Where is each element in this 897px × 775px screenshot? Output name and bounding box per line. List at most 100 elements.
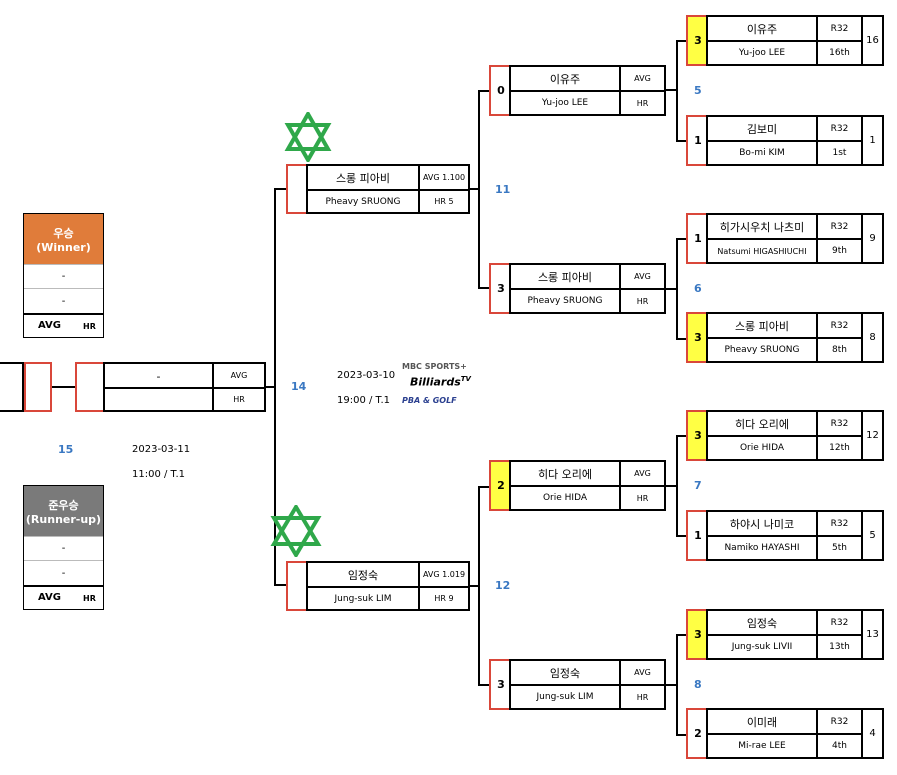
r16-5-name-kr: 히다 오리에: [734, 418, 790, 431]
runnerup-title-line2: (Runner-up): [25, 512, 102, 526]
qf2-bottom: [676, 338, 688, 340]
semi2-name-en: Jung-suk LIM: [334, 593, 392, 604]
semis-time: 19:00 / T.1: [337, 395, 391, 406]
qf3-out: [664, 485, 678, 487]
qf3-bottom: [676, 535, 688, 537]
qf4-top: [676, 634, 688, 636]
r16-7-divider: [708, 634, 861, 636]
r16-4-seed: 8: [861, 312, 884, 363]
qf4-bottom: [676, 734, 688, 736]
r16-5-divider: [708, 435, 861, 437]
qf1-score: 0: [489, 65, 511, 116]
r16-8-score: 2: [686, 708, 708, 759]
semis-connector-h: [264, 386, 276, 388]
qf3-match-number: 7: [694, 479, 702, 492]
final-player-box: - AVG HR: [103, 362, 266, 412]
r16-1-player-box: 이유주 Yu-joo LEE R32 16th: [706, 15, 863, 66]
billiards-text: Billiards: [410, 375, 461, 389]
winner-title-line2: (Winner): [36, 240, 91, 254]
r16-2-round: R32: [830, 123, 849, 134]
qf3-player-box: 히다 오리에 Orie HIDA AVG HR: [509, 460, 666, 511]
final-player-name: -: [156, 369, 161, 383]
r16-3-rank: 9th: [832, 246, 847, 256]
r16-8-round: R32: [830, 716, 849, 727]
winner-title: 우승 (Winner): [24, 214, 103, 264]
r16-3-vdivider: [816, 215, 818, 262]
semi2-avg: AVG 1.019: [422, 570, 466, 579]
runnerup-avg-label: AVG: [38, 592, 62, 603]
r16-3-player-box: 히가시우치 나츠미 Natsumi HIGASHIUCHI R32 9th: [706, 213, 863, 264]
qf2-name-en: Pheavy SRUONG: [527, 296, 603, 306]
r16-4-player-box: 스롱 피아비 Pheavy SRUONG R32 8th: [706, 312, 863, 363]
qf2-top: [676, 238, 688, 240]
runnerup-title: 준우승 (Runner-up): [24, 486, 103, 536]
r16-7-round: R32: [830, 617, 849, 628]
qf1-top: [676, 40, 688, 42]
semi2-vdivider: [418, 563, 420, 609]
qf4-score: 3: [489, 659, 511, 710]
winner-title-line1: 우승: [53, 226, 74, 240]
qf4-name-kr: 임정숙: [549, 667, 581, 680]
tv-text: TV: [460, 375, 471, 383]
semi1-avg: AVG 1.100: [422, 173, 466, 182]
winner-stats-row: AVG HR: [24, 313, 103, 337]
r16-4-name-en: Pheavy SRUONG: [724, 345, 800, 355]
r16-7-rank: 13th: [829, 642, 850, 652]
r16-3-divider: [708, 238, 861, 240]
qf4-divider: [511, 684, 664, 686]
qf3-avg: AVG: [634, 469, 651, 478]
r16-1-rank: 16th: [829, 48, 850, 58]
winner-hr-label: HR: [83, 322, 96, 331]
r16-2-score: 1: [686, 115, 708, 166]
final-divider: [105, 387, 264, 389]
qf2-v: [676, 238, 678, 340]
qf2-score: 3: [489, 263, 511, 314]
qf1-vdivider: [619, 67, 621, 114]
r16-2-name-en: Bo-mi KIM: [739, 148, 785, 158]
r16-1-score: 3: [686, 15, 708, 66]
semi2-divider: [308, 586, 468, 588]
r16-8-divider: [708, 733, 861, 735]
final-vdivider: [212, 364, 214, 410]
r16-8-player-box: 이미래 Mi-rae LEE R32 4th: [706, 708, 863, 759]
qf2-divider: [511, 288, 664, 290]
qf1-divider: [511, 90, 664, 92]
billiards-tv-logo: BilliardsTV: [410, 375, 471, 389]
qf1-name-en: Yu-joo LEE: [541, 98, 589, 108]
r16-6-player-box: 하야시 나미코 Namiko HAYASHI R32 5th: [706, 510, 863, 561]
r16-2-vdivider: [816, 117, 818, 164]
r16-3-seed: 9: [861, 213, 884, 264]
r16-7-player-box: 임정숙 Jung-suk LIVII R32 13th: [706, 609, 863, 660]
qf3-name-kr: 히다 오리에: [537, 468, 593, 481]
semis-connector-v: [274, 188, 276, 585]
r16-8-seed: 4: [861, 708, 884, 759]
semi2-v: [478, 486, 480, 686]
broadcast-logo: MBC SPORTS+ BilliardsTV PBA & GOLF: [400, 362, 472, 410]
qf2-name-kr: 스롱 피아비: [537, 271, 593, 284]
final-avg: AVG: [230, 371, 248, 380]
r16-5-player-box: 히다 오리에 Orie HIDA R32 12th: [706, 410, 863, 461]
semi2-match-number: 12: [495, 579, 511, 592]
r16-4-round: R32: [830, 320, 849, 331]
semi2-score: [286, 561, 308, 611]
star-icon: [270, 505, 322, 557]
r16-4-vdivider: [816, 314, 818, 361]
qf4-avg: AVG: [634, 668, 651, 677]
r16-2-divider: [708, 140, 861, 142]
semis-match-number: 14: [291, 380, 307, 393]
qf1-bottom: [676, 140, 688, 142]
semi1-hr: HR 5: [434, 197, 454, 206]
runnerup-stats-row: AVG HR: [24, 585, 103, 609]
semi1-top: [478, 90, 490, 92]
r16-1-round: R32: [830, 23, 849, 34]
r16-1-name-kr: 이유주: [746, 23, 778, 36]
qf2-vdivider: [619, 265, 621, 312]
semi1-vdivider: [418, 166, 420, 212]
r16-6-divider: [708, 535, 861, 537]
qf3-v: [676, 435, 678, 537]
r16-3-name-kr: 히가시우치 나츠미: [719, 221, 805, 234]
r16-1-name-en: Yu-joo LEE: [738, 48, 786, 58]
r16-5-seed: 12: [861, 410, 884, 461]
qf1-out: [664, 89, 678, 91]
r16-8-rank: 4th: [832, 741, 847, 751]
